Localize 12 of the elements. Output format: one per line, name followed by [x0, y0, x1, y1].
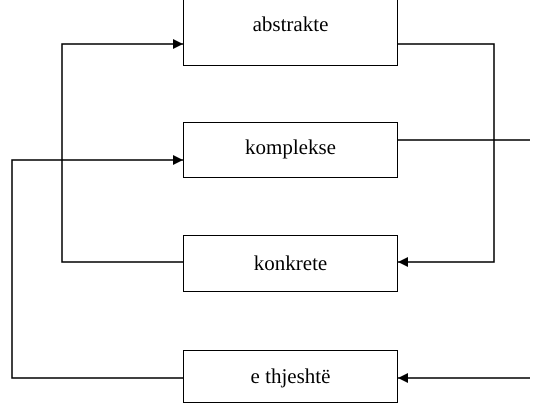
- term-box: [183, 122, 398, 178]
- connector-arrow: [398, 373, 530, 383]
- term-label: konkrete: [254, 251, 328, 276]
- term-label: abstrakte: [252, 12, 328, 37]
- term-label: komplekse: [245, 134, 336, 160]
- term-label: e thjeshtë: [250, 364, 330, 389]
- connector-arrow: [61, 39, 183, 263]
- connector-arrow: [398, 43, 495, 267]
- term-box: [183, 235, 398, 292]
- term-box: [183, 0, 398, 66]
- connector-arrow: [11, 155, 183, 379]
- term-box: [183, 350, 398, 403]
